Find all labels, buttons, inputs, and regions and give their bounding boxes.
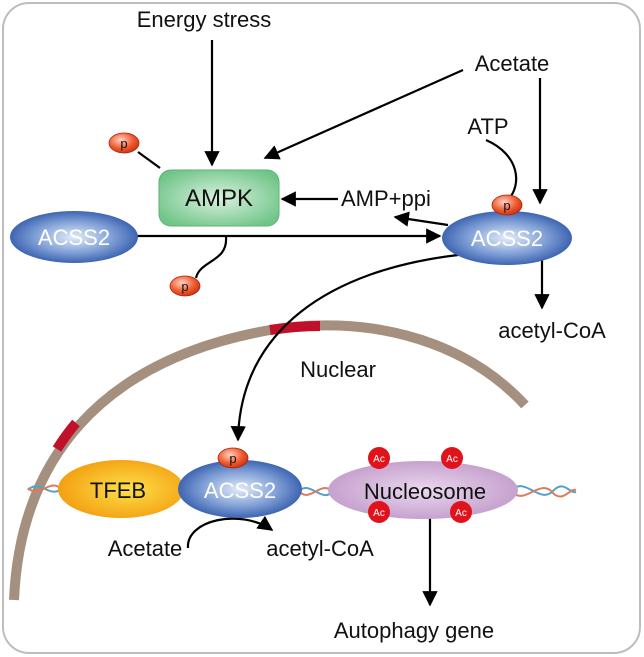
acetyl-badge-top-left: Ac xyxy=(368,447,390,469)
label-acetyl-coa-bottom: acetyl-CoA xyxy=(266,536,374,561)
acss2-nuclear xyxy=(178,460,302,518)
svg-text:p: p xyxy=(503,198,510,213)
link-ampk-phospho xyxy=(194,236,228,279)
acss2-right-label: ACSS2 xyxy=(471,226,543,251)
svg-text:Ac: Ac xyxy=(455,508,467,519)
dna-strand-right xyxy=(511,485,577,498)
phospho-badge-acss2-nuclear: p xyxy=(217,447,249,469)
arrow-acetate-to-acetylcoa-nuclear xyxy=(186,515,274,549)
label-acetate-top: Acetate xyxy=(475,51,550,76)
ampk-label: AMPK xyxy=(185,185,253,212)
nuclear-pore-top xyxy=(269,321,321,335)
phospho-badge-ampk: p xyxy=(108,132,140,154)
label-acetyl-coa-top: acetyl-CoA xyxy=(498,318,606,343)
label-acetate-bottom: Acetate xyxy=(108,536,183,561)
tfeb-node xyxy=(58,460,184,518)
acss2-left-label: ACSS2 xyxy=(38,225,110,250)
label-amp-ppi: AMP+ppi xyxy=(341,186,431,211)
acss2-cytoplasm-right xyxy=(442,211,572,265)
arrow-acss2-to-nucleus xyxy=(230,253,459,442)
acss2-nuclear-label: ACSS2 xyxy=(204,478,276,503)
phospho-badge-acss2-right: p xyxy=(491,194,523,216)
label-energy-stress: Energy stress xyxy=(137,7,272,32)
acetyl-badge-bottom-left: Ac xyxy=(368,501,390,523)
acetyl-badge-bottom-right: Ac xyxy=(450,501,472,523)
nucleosome-label: Nucleosome xyxy=(364,479,486,504)
svg-text:p: p xyxy=(120,136,127,151)
arrow-acss2-to-amp xyxy=(393,211,449,227)
svg-text:Ac: Ac xyxy=(373,508,385,519)
link-p-to-ampk xyxy=(137,151,161,169)
svg-text:p: p xyxy=(181,279,188,294)
acetyl-badge-top-right: Ac xyxy=(441,447,463,469)
svg-text:Ac: Ac xyxy=(446,454,458,465)
arrow-acetate-to-ampk xyxy=(263,68,464,160)
tfeb-label: TFEB xyxy=(90,478,146,503)
label-autophagy-gene: Autophagy gene xyxy=(334,618,494,643)
phospho-badge-transfer: p xyxy=(169,275,201,297)
acss2-cytoplasm-left xyxy=(10,211,138,263)
arrows xyxy=(136,40,550,607)
label-atp: ATP xyxy=(467,114,508,139)
label-nuclear: Nuclear xyxy=(300,357,376,382)
svg-text:Ac: Ac xyxy=(373,454,385,465)
svg-text:p: p xyxy=(229,451,236,466)
nuclear-pore-left xyxy=(52,419,80,452)
ampk-node xyxy=(158,169,280,227)
